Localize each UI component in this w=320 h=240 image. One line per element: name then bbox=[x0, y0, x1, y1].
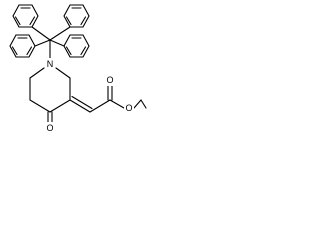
atom-label-ketone-oxygen: O bbox=[45, 122, 55, 134]
molecule-structure: N O O O bbox=[9, 4, 147, 134]
atom-label-ester-ether-oxygen: O bbox=[124, 102, 134, 114]
piperidine-ring bbox=[29, 67, 71, 113]
svg-text:O: O bbox=[125, 103, 132, 113]
svg-text:O: O bbox=[46, 123, 53, 133]
phenyl-ring-upper-left bbox=[12, 4, 39, 28]
phenyl-ring-upper-right bbox=[63, 4, 90, 28]
atom-label-ester-carbonyl-oxygen: O bbox=[105, 74, 115, 86]
trityl-center-bonds bbox=[31, 26, 71, 61]
svg-text:N: N bbox=[47, 59, 54, 69]
phenyl-ring-lower-right bbox=[63, 34, 90, 58]
exocyclic-double-bond bbox=[69, 95, 93, 113]
atom-label-nitrogen: N bbox=[45, 58, 55, 70]
ester-chain bbox=[89, 81, 147, 113]
phenyl-ring-lower-left bbox=[9, 34, 36, 58]
svg-text:O: O bbox=[106, 75, 113, 85]
